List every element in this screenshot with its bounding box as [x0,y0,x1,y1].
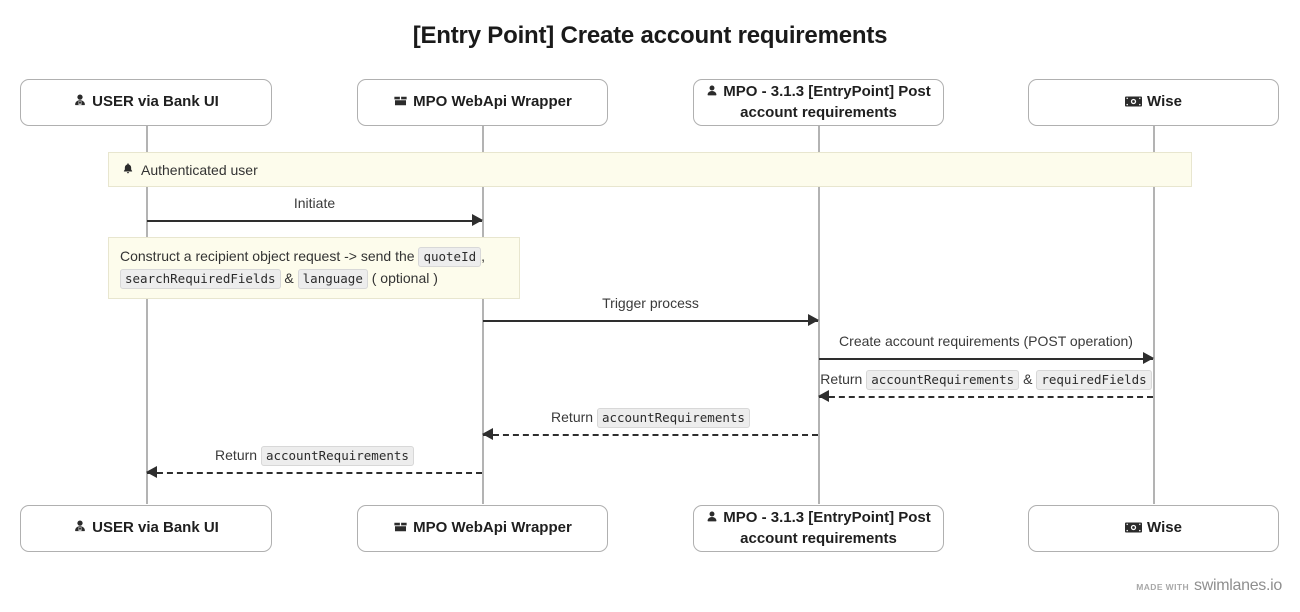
participant-wrapper-top[interactable]: MPO WebApi Wrapper [357,79,608,126]
message-line [819,396,1153,398]
person-icon [706,84,718,98]
watermark-made-with: MADE WITH [1136,582,1189,592]
lifeline-wise [1153,126,1155,504]
person-icon [706,510,718,524]
banknote-icon [1125,95,1143,108]
arrow-head-left-icon [818,390,829,402]
participant-label: Wise [1147,93,1182,111]
box-icon [393,520,408,534]
participant-label: Wise [1147,519,1182,537]
message-label: Trigger process [602,295,699,311]
participant-label: MPO WebApi Wrapper [413,519,572,537]
message-initiate[interactable]: Initiate [147,194,483,228]
arrow-head-left-icon [482,428,493,440]
participant-label: MPO - 3.1.3 [EntryPoint] Post account re… [723,83,931,121]
participant-label: MPO WebApi Wrapper [413,93,572,111]
participant-mpo-bottom[interactable]: MPO - 3.1.3 [EntryPoint] Post account re… [693,505,944,552]
message-return-account-requirements-user[interactable]: Return accountRequirements [146,446,482,480]
message-label: Initiate [293,195,336,211]
message-line [483,434,818,436]
message-line [147,220,482,222]
participant-wise-bottom[interactable]: Wise [1028,505,1279,552]
arrow-head-right-icon [472,214,483,226]
code-search-required-fields: searchRequiredFields [120,268,281,289]
bell-icon [122,162,134,178]
code-account-requirements: accountRequirements [260,446,414,466]
message-label-text: Return [820,371,863,387]
code-language: language [297,268,368,289]
code-required-fields: requiredFields [1036,370,1152,390]
message-label: Return accountRequirements & requiredFie… [819,370,1153,390]
message-return-account-requirements-required-fields[interactable]: Return accountRequirements & requiredFie… [818,370,1153,404]
message-label: Return accountRequirements [147,446,482,466]
note-sep-1: , [481,248,486,264]
user-tie-icon [73,520,87,534]
arrow-head-right-icon [808,314,819,326]
note-band-text: Authenticated user [141,161,258,178]
message-label-text: Return [215,447,258,463]
message-joiner: & [1023,371,1033,387]
message-label: Create account requirements (POST operat… [839,333,1133,349]
note-prefix: Construct a recipient object request -> … [120,248,419,264]
participant-label: USER via Bank UI [92,93,219,111]
lifeline-user [146,126,148,504]
watermark-brand: swimlanes.io [1194,577,1282,594]
message-create-account-requirements[interactable]: Create account requirements (POST operat… [819,332,1154,366]
participant-user-bottom[interactable]: USER via Bank UI [20,505,272,552]
arrow-head-left-icon [146,466,157,478]
note-sep-2: & [284,269,294,286]
participant-user-top[interactable]: USER via Bank UI [20,79,272,126]
watermark[interactable]: MADE WITH swimlanes.io [1136,577,1282,595]
message-label-text: Return [551,409,594,425]
page-title: [Entry Point] Create account requirement… [412,22,888,49]
participant-mpo-top[interactable]: MPO - 3.1.3 [EntryPoint] Post account re… [693,79,944,126]
code-account-requirements: accountRequirements [866,370,1020,390]
box-icon [393,94,408,108]
participant-label: MPO - 3.1.3 [EntryPoint] Post account re… [723,509,931,547]
user-tie-icon [73,94,87,108]
code-quote-id: quoteId [418,247,482,267]
note-suffix: ( optional ) [371,269,438,286]
message-line [147,472,482,474]
message-line [483,320,818,322]
note-construct-recipient: Construct a recipient object request -> … [108,237,520,300]
participant-wise-top[interactable]: Wise [1028,79,1279,126]
participant-wrapper-bottom[interactable]: MPO WebApi Wrapper [357,505,608,552]
lifeline-mpo [818,126,820,504]
message-line [819,358,1153,360]
message-trigger-process[interactable]: Trigger process [483,294,819,328]
lifeline-wrapper [482,126,484,504]
note-authenticated-user: Authenticated user [108,152,1192,187]
message-label: Return accountRequirements [483,408,818,428]
code-account-requirements: accountRequirements [596,408,750,428]
banknote-icon [1125,521,1143,534]
arrow-head-right-icon [1143,352,1154,364]
participant-label: USER via Bank UI [92,519,219,537]
message-return-account-requirements-wrapper[interactable]: Return accountRequirements [482,408,818,442]
